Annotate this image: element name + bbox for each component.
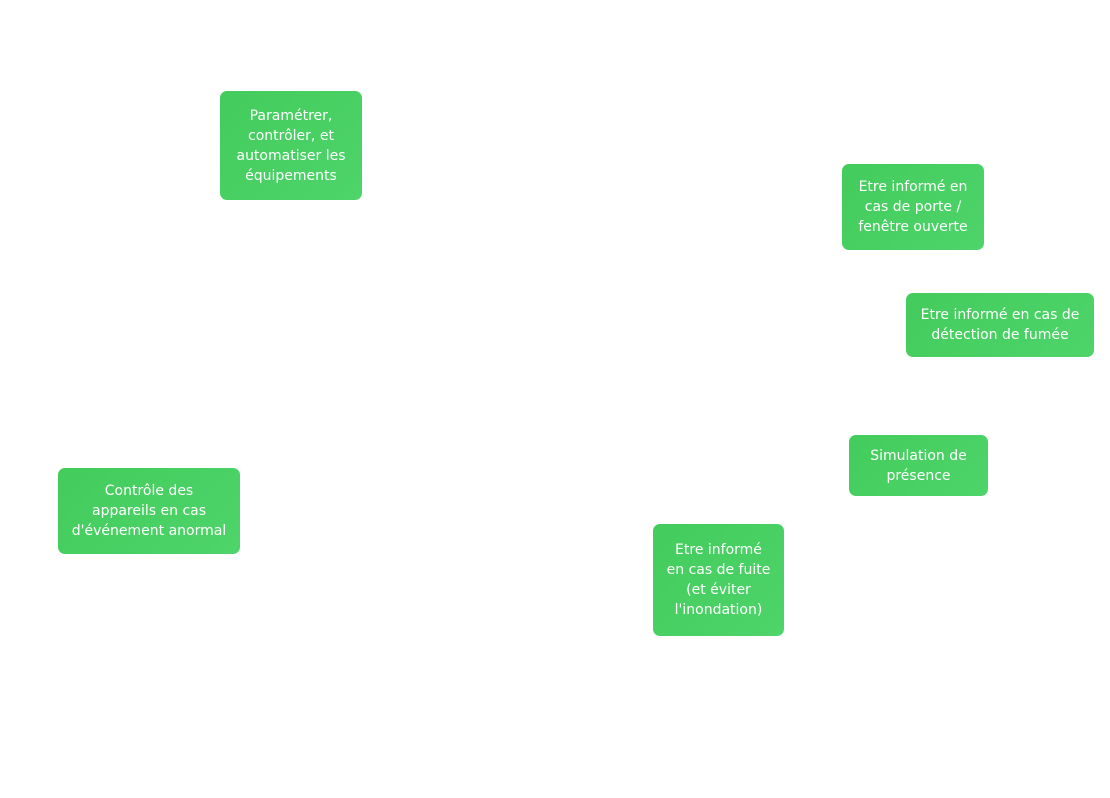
feature-tile-porte-fenetre-ouverte[interactable]: Etre informé en cas de porte / fenêtre o…: [842, 164, 984, 250]
feature-tile-controle-appareils[interactable]: Contrôle des appareils en cas d'événemen…: [58, 468, 240, 554]
feature-tile-detection-fumee[interactable]: Etre informé en cas de détection de fumé…: [906, 293, 1094, 357]
feature-tile-simulation-presence[interactable]: Simulation de présence: [849, 435, 988, 496]
feature-tile-fuite-inondation[interactable]: Etre informé en cas de fuite (et éviter …: [653, 524, 784, 636]
feature-tile-parametrer-equipements[interactable]: Paramétrer, contrôler, et automatiser le…: [220, 91, 362, 200]
